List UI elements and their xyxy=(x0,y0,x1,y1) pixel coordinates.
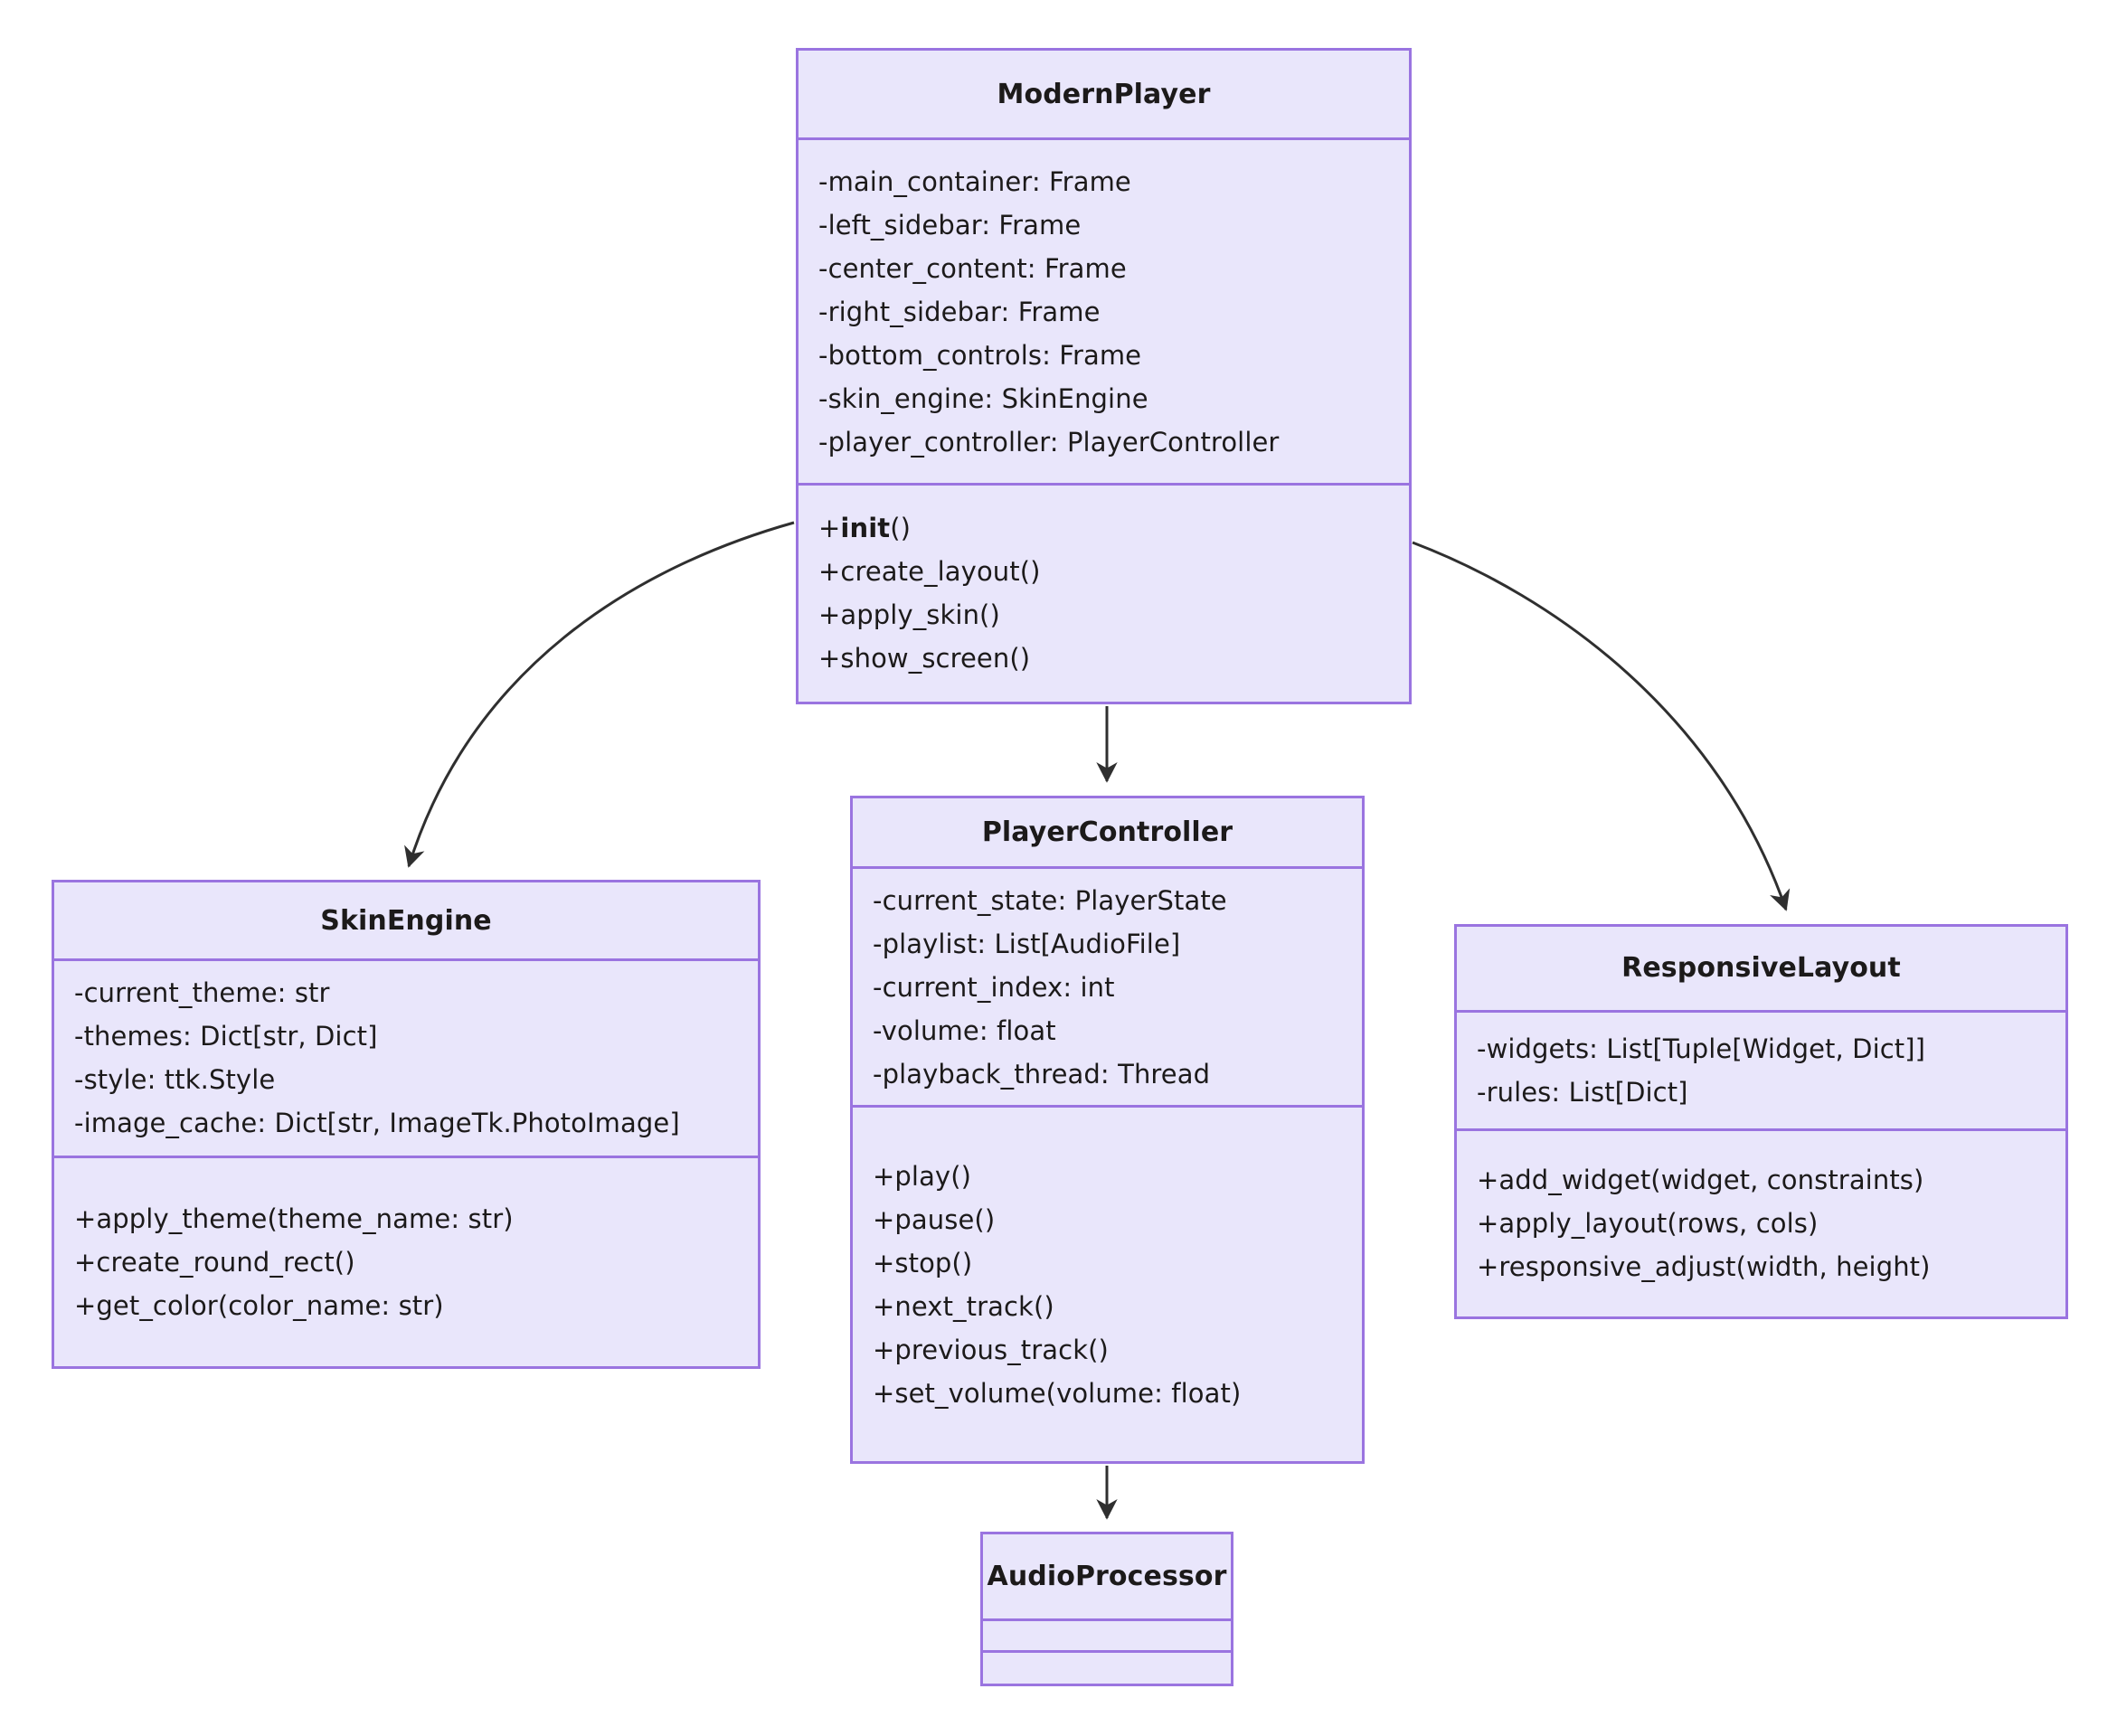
class-box-skinengine[interactable]: SkinEngine -current_theme: str -themes: … xyxy=(52,880,761,1369)
method-row: +show_screen() xyxy=(818,643,1031,675)
attribute-row: -center_content: Frame xyxy=(818,252,1127,284)
attribute-row: -style: ttk.Style xyxy=(74,1064,276,1096)
class-methods-section: +play() +pause() +stop() +next_track() +… xyxy=(853,1105,1362,1461)
class-attributes-section xyxy=(983,1618,1231,1650)
attribute-row: -rules: List[Dict] xyxy=(1477,1076,1688,1108)
class-name-playercontroller: PlayerController xyxy=(981,816,1233,849)
attribute-row: -image_cache: Dict[str, ImageTk.PhotoIma… xyxy=(74,1108,680,1139)
attribute-row: -right_sidebar: Frame xyxy=(818,296,1101,327)
attribute-row: -widgets: List[Tuple[Widget, Dict]] xyxy=(1477,1033,1926,1064)
class-methods-section: +apply_theme(theme_name: str) +create_ro… xyxy=(54,1155,758,1366)
class-attributes-section: -current_theme: str -themes: Dict[str, D… xyxy=(54,958,758,1156)
method-row: +set_volume(volume: float) xyxy=(873,1377,1242,1409)
attribute-row: -player_controller: PlayerController xyxy=(818,426,1280,458)
class-box-playercontroller[interactable]: PlayerController -current_state: PlayerS… xyxy=(850,796,1365,1464)
class-title-section: ResponsiveLayout xyxy=(1457,927,2065,1010)
method-row: +responsive_adjust(width, height) xyxy=(1477,1251,1931,1283)
method-parens: () xyxy=(890,513,912,544)
method-visibility: + xyxy=(818,513,841,544)
class-title-section: PlayerController xyxy=(853,798,1362,866)
method-row: +stop() xyxy=(873,1247,973,1278)
class-name-audioprocessor: AudioProcessor xyxy=(987,1561,1227,1593)
method-row: +apply_theme(theme_name: str) xyxy=(74,1203,514,1234)
method-row: +init() xyxy=(818,506,1389,550)
class-methods-section: +add_widget(widget, constraints) +apply_… xyxy=(1457,1127,2065,1316)
attribute-row: -current_state: PlayerState xyxy=(873,884,1227,916)
attribute-row: -playlist: List[AudioFile] xyxy=(873,928,1181,959)
class-box-modernplayer[interactable]: ModernPlayer -main_container: Frame -lef… xyxy=(796,48,1412,704)
class-attributes-section: -current_state: PlayerState -playlist: L… xyxy=(853,866,1362,1105)
class-box-responsivelayout[interactable]: ResponsiveLayout -widgets: List[Tuple[Wi… xyxy=(1454,924,2068,1319)
class-name-responsivelayout: ResponsiveLayout xyxy=(1621,952,1901,985)
class-title-section: SkinEngine xyxy=(54,882,758,958)
class-name-skinengine: SkinEngine xyxy=(320,904,492,937)
method-row: +add_widget(widget, constraints) xyxy=(1477,1165,1924,1196)
class-methods-section xyxy=(983,1650,1231,1684)
attribute-row: -skin_engine: SkinEngine xyxy=(818,382,1148,414)
attribute-row: -playback_thread: Thread xyxy=(873,1058,1211,1090)
method-row: +create_round_rect() xyxy=(74,1246,355,1278)
method-row: +next_track() xyxy=(873,1290,1054,1322)
attribute-row: -current_index: int xyxy=(873,971,1115,1003)
edge-modernplayer-to-responsivelayout xyxy=(1412,541,1791,911)
attribute-row: -main_container: Frame xyxy=(818,165,1131,197)
class-name-modernplayer: ModernPlayer xyxy=(997,78,1211,110)
class-box-audioprocessor[interactable]: AudioProcessor xyxy=(980,1532,1233,1686)
method-row: +previous_track() xyxy=(873,1334,1109,1365)
class-methods-section: +init() +create_layout() +apply_skin() +… xyxy=(799,483,1409,702)
method-row: +create_layout() xyxy=(818,556,1041,588)
attribute-row: -volume: float xyxy=(873,1014,1056,1046)
method-row: +get_color(color_name: str) xyxy=(74,1289,444,1321)
method-row: +apply_skin() xyxy=(818,599,1000,631)
attribute-row: -current_theme: str xyxy=(74,977,330,1009)
method-row: +pause() xyxy=(873,1203,996,1235)
method-row: +apply_layout(rows, cols) xyxy=(1477,1208,1819,1240)
class-attributes-section: -main_container: Frame -left_sidebar: Fr… xyxy=(799,137,1409,483)
edge-modernplayer-to-skinengine xyxy=(404,521,795,868)
attribute-row: -bottom_controls: Frame xyxy=(818,339,1142,371)
class-attributes-section: -widgets: List[Tuple[Widget, Dict]] -rul… xyxy=(1457,1009,2065,1128)
method-name: init xyxy=(840,513,891,544)
method-row: +play() xyxy=(873,1160,972,1192)
class-title-section: AudioProcessor xyxy=(983,1534,1231,1618)
attribute-row: -left_sidebar: Frame xyxy=(818,209,1082,241)
attribute-row: -themes: Dict[str, Dict] xyxy=(74,1021,378,1052)
class-title-section: ModernPlayer xyxy=(799,51,1409,137)
